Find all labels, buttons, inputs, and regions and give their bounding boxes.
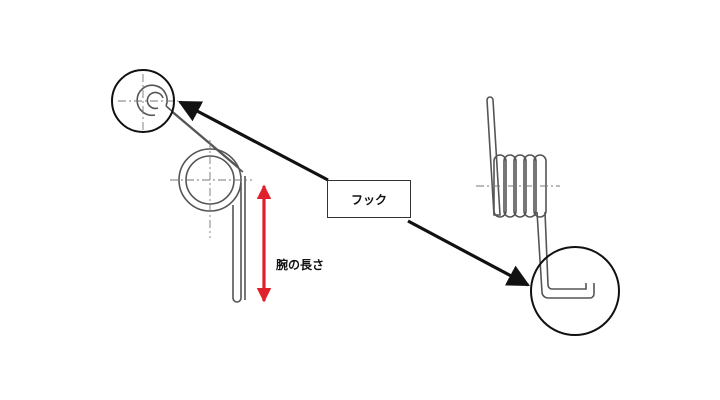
torsion-hook-highlight-circle [111, 69, 175, 133]
arm-length-label: 腕の長さ [276, 258, 325, 272]
torsion-spring [136, 84, 246, 303]
hook-label: フック [350, 192, 387, 207]
torsion-arm [232, 176, 246, 303]
hook-label-box: フック [327, 180, 411, 218]
extension-spring [486, 96, 595, 299]
torsion-centerlines [118, 74, 252, 238]
arrow-to-torsion-hook [178, 100, 329, 182]
arrow-to-extension-hook [407, 219, 530, 287]
extension-hook-highlight-circle [530, 246, 620, 336]
torsion-hook-loop [136, 84, 168, 117]
extension-top-arm [486, 96, 501, 216]
torsion-upper-arm [165, 105, 244, 173]
extension-lower-leg [536, 211, 595, 299]
